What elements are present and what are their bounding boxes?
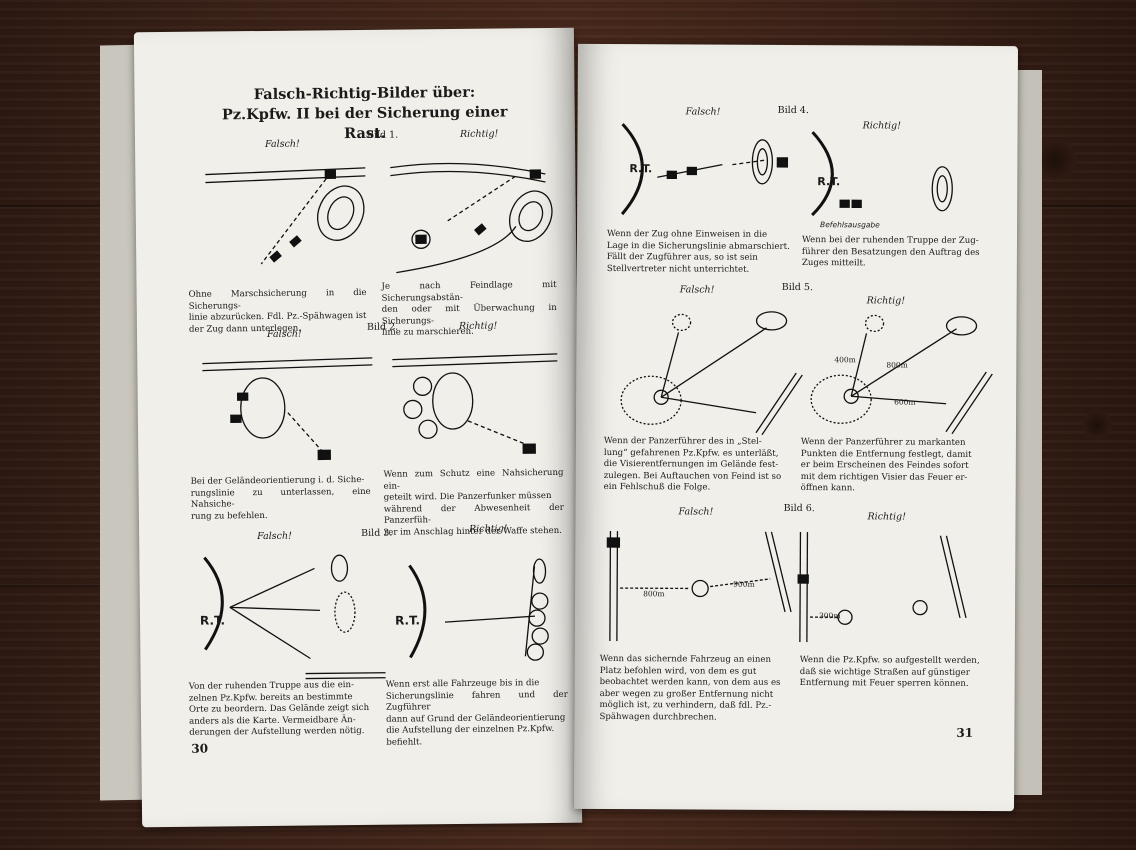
distance-label: 300m <box>818 611 841 621</box>
rt-label: R.T. <box>629 162 653 176</box>
wrong-label: Falsch! <box>678 506 714 518</box>
diagram-bild-5 <box>606 302 987 434</box>
caption-wrong: Wenn der Zug ohne Einweisen in die Lage … <box>606 229 790 275</box>
caption-wrong: Bei der Geländeorientierung i. d. Siche-… <box>190 474 371 522</box>
figure-number: Bild 1. <box>366 129 399 141</box>
figure-number: Bild 2. <box>366 321 399 333</box>
wrong-label: Falsch! <box>266 328 302 340</box>
page-number: 31 <box>956 725 974 740</box>
diagram-bild-4 <box>612 119 983 231</box>
caption-right: Wenn der Panzerführer zu markanten Punkt… <box>800 437 972 494</box>
left-page: Falsch-Richtig-Bilder über: Pz.Kpfw. II … <box>133 27 583 828</box>
distance-label: 800m <box>643 589 665 599</box>
diagram-bild-2 <box>197 340 558 474</box>
figure-number: Bild 4. <box>777 104 809 117</box>
diagram-bild-3 <box>194 546 565 680</box>
caption-wrong: Wenn das sichernde Fahrzeug an einen Pla… <box>599 653 781 723</box>
caption-right: Wenn bei der ruhenden Truppe der Zug- fü… <box>801 235 980 269</box>
caption-wrong: Wenn der Panzerführer des in „Stel- lung… <box>603 435 782 493</box>
wrong-label: Falsch! <box>679 284 715 296</box>
diagram-bild-1 <box>195 146 556 280</box>
right-label: Richtig! <box>867 511 906 523</box>
right-label: Richtig! <box>469 523 508 535</box>
figure-number: Bild 3. <box>361 527 393 539</box>
rt-label: R.T. <box>199 613 226 628</box>
caption-right: Wenn die Pz.Kpfw. so aufgestellt werden,… <box>799 655 980 689</box>
distance-label: 600m <box>894 397 916 407</box>
caption-right: Wenn erst alle Fahrzeuge bis in die Sich… <box>385 678 568 748</box>
rt-label: R.T. <box>817 175 841 189</box>
diagram-bild-6 <box>600 526 986 648</box>
figure-number: Bild 5. <box>781 281 813 294</box>
caption-wrong: Von der ruhenden Truppe aus die ein- zel… <box>188 680 370 738</box>
page-number: 30 <box>191 741 209 756</box>
distance-label: 900m <box>733 579 755 589</box>
wrong-label: Falsch! <box>257 530 292 543</box>
wrong-label: Falsch! <box>685 106 721 118</box>
distance-label: 800m <box>886 360 908 370</box>
distance-label: 400m <box>834 355 856 365</box>
right-page: Falsch! Bild 4. Richtig! R.T. R.T. Befeh… <box>574 43 1018 812</box>
figure-number: Bild 6. <box>783 502 815 515</box>
rt-label: R.T. <box>394 613 421 628</box>
right-label: Richtig! <box>458 320 498 332</box>
wood-knot <box>1080 410 1114 440</box>
right-label: Richtig! <box>459 128 499 140</box>
befehlsausgabe-label: Befehlsausgabe <box>820 220 880 230</box>
